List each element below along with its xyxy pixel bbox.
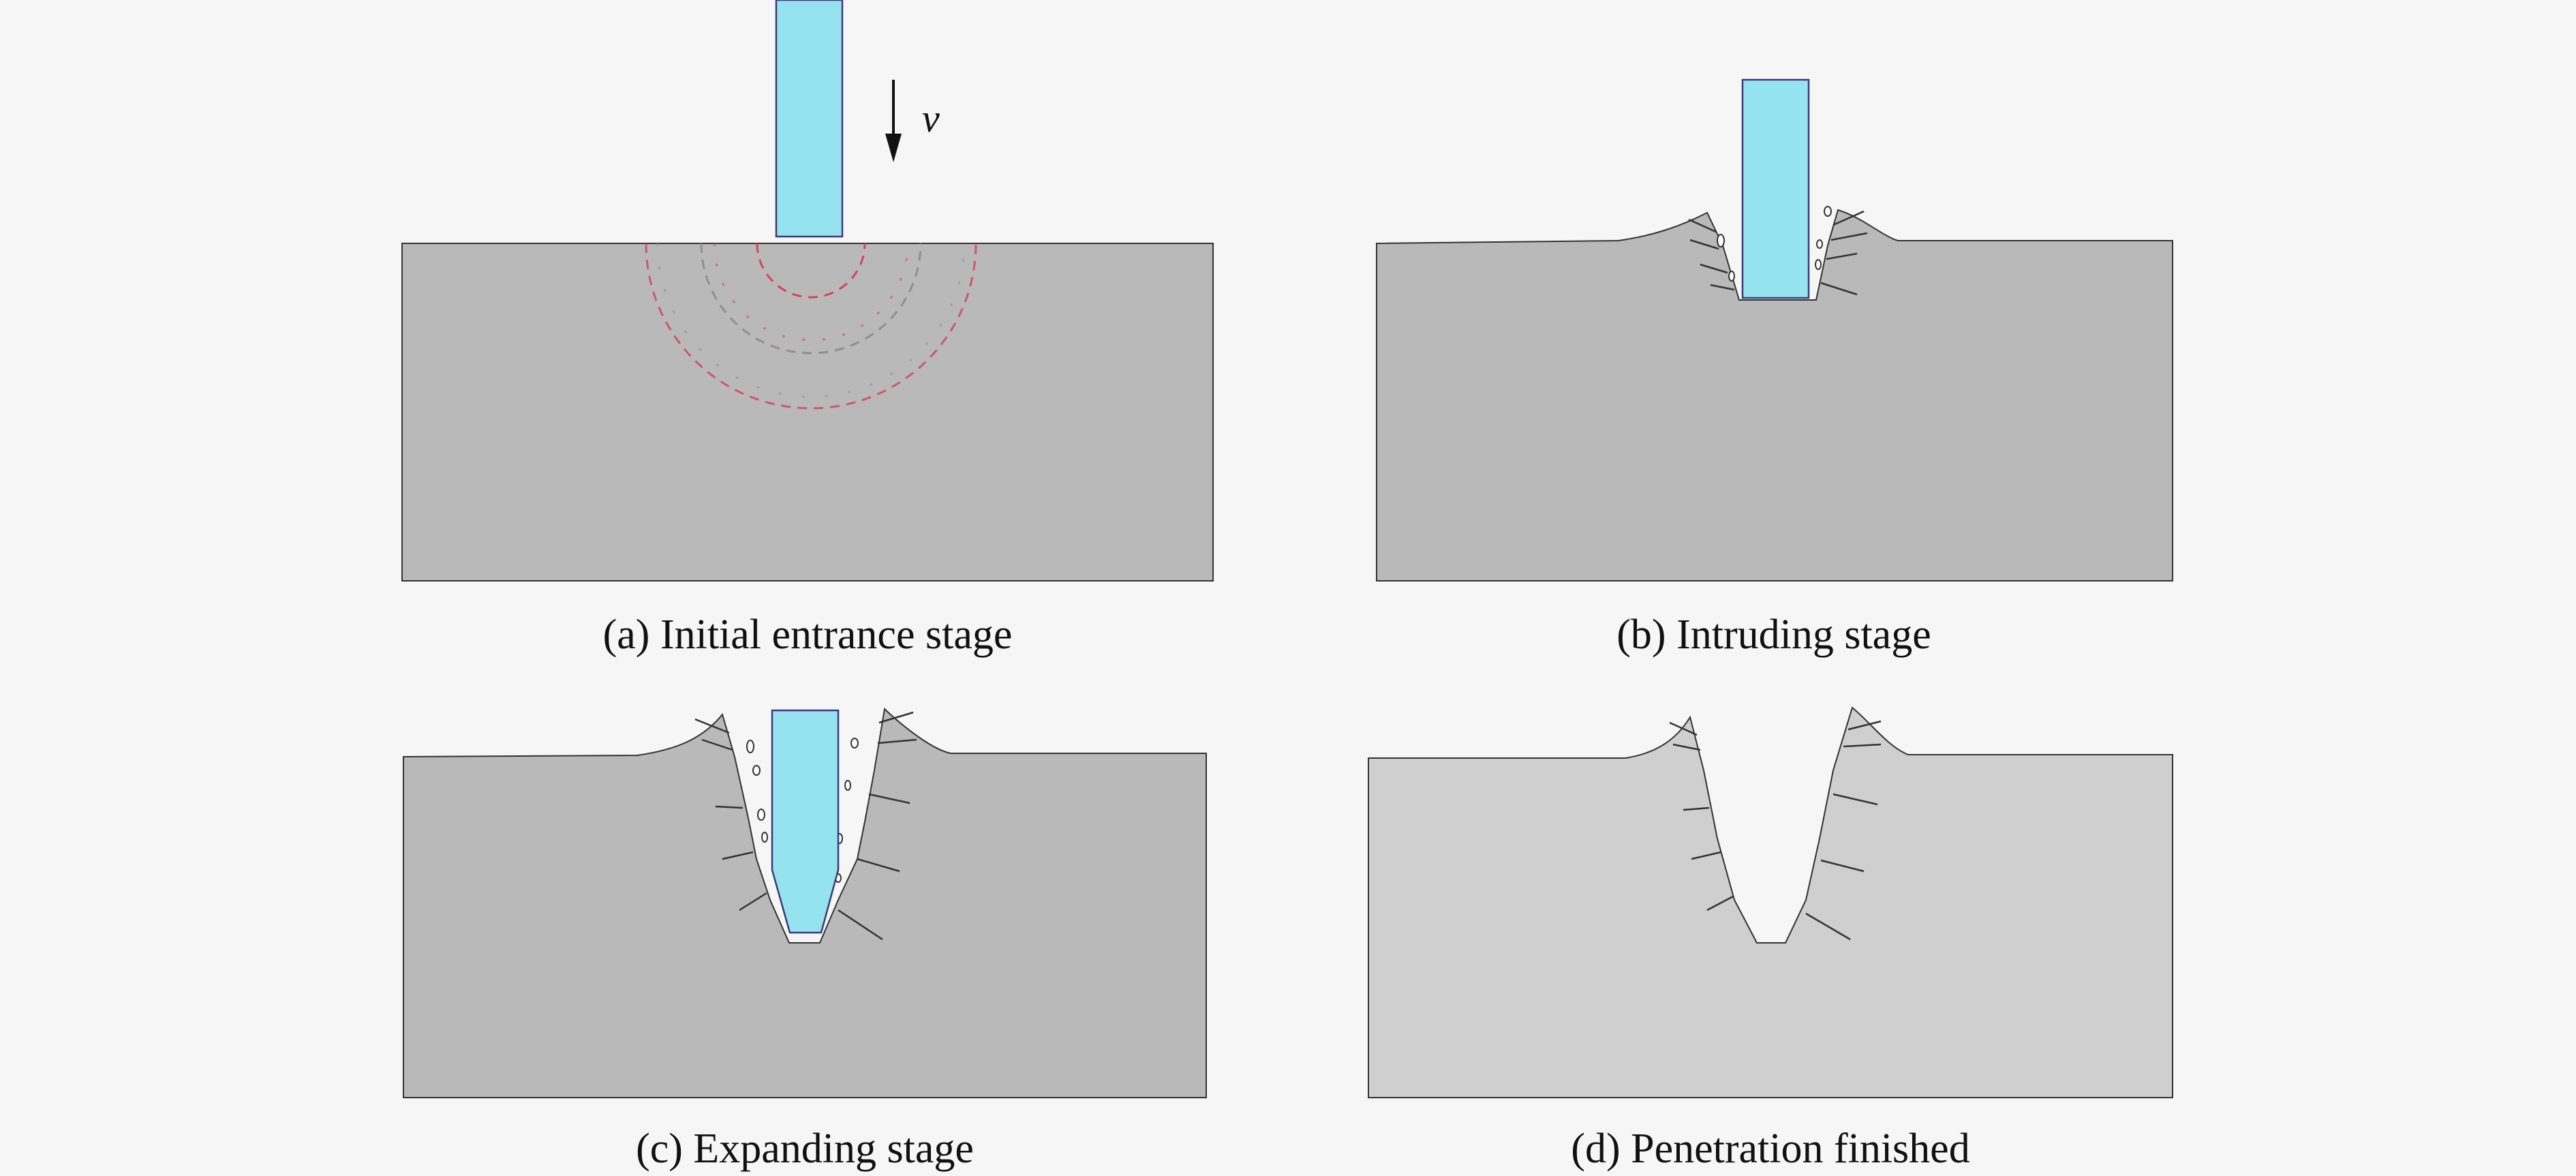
caption-a: (a) Initial entrance stage	[602, 612, 1013, 658]
stress-wave-arcs	[645, 243, 977, 410]
projectile-c	[771, 709, 840, 934]
panel-a	[401, 0, 1214, 582]
velocity-arrow	[885, 80, 902, 162]
caption-b: (b) Intruding stage	[1616, 612, 1931, 658]
crack-lines-b	[1688, 210, 1868, 296]
panel-c	[403, 707, 1207, 1098]
target-block-a	[401, 243, 1214, 582]
projectile-a	[775, 0, 844, 238]
crack-lines-d	[1669, 720, 1882, 941]
projectile-b	[1741, 78, 1810, 299]
caption-d: (d) Penetration finished	[1571, 1126, 1970, 1172]
caption-c: (c) Expanding stage	[636, 1126, 974, 1172]
panel-b	[1376, 78, 2173, 582]
target-block-b	[1376, 209, 2173, 582]
target-block-d	[1368, 706, 2173, 1098]
velocity-label: v	[922, 96, 940, 140]
crack-lines-c	[694, 711, 917, 941]
debris-b	[1717, 206, 1832, 282]
target-block-c	[403, 707, 1207, 1098]
panel-d	[1368, 706, 2173, 1098]
